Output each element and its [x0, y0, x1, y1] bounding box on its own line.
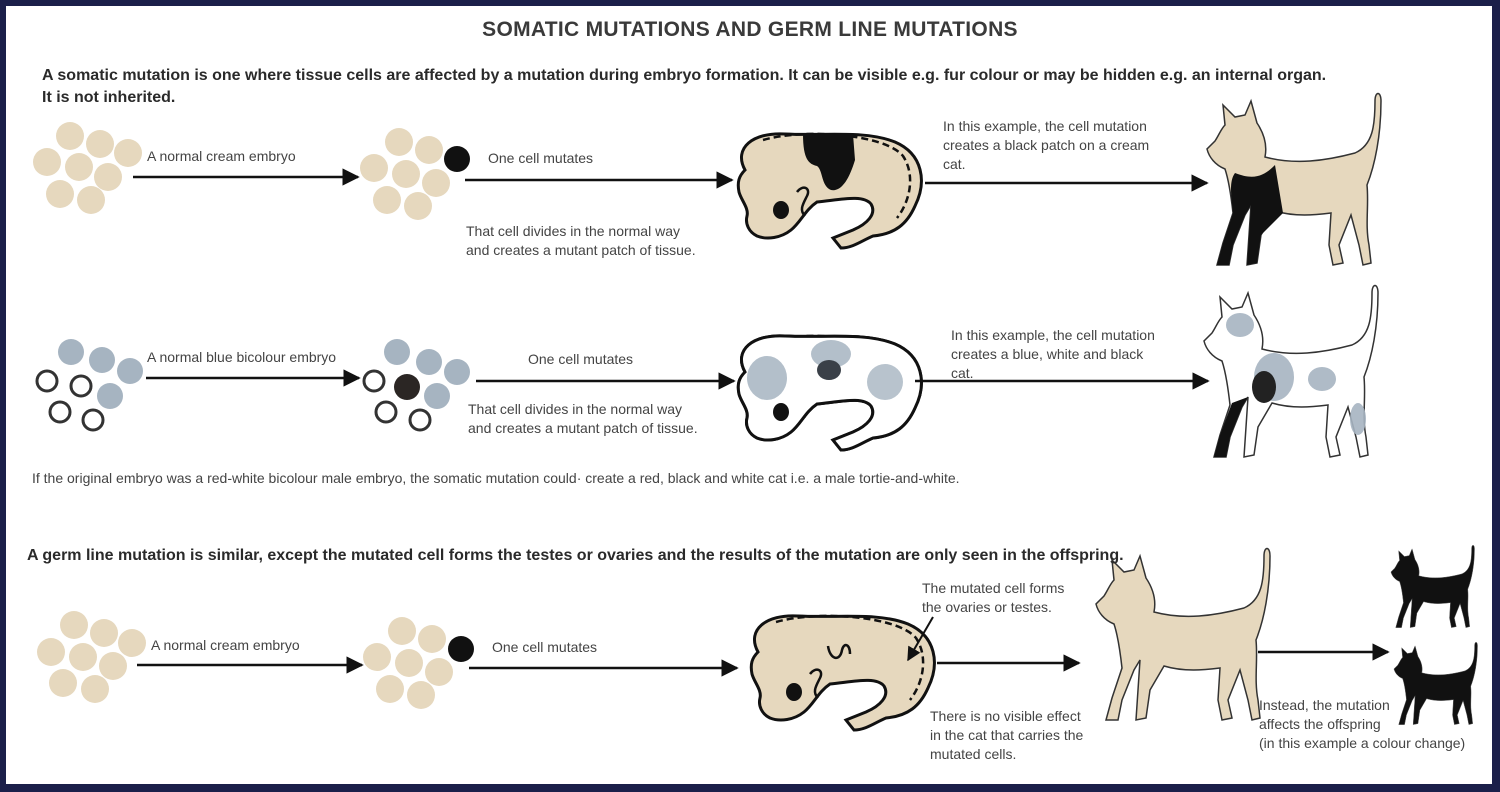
pointer-to-gonads: [907, 616, 934, 662]
row1-divide-line-1: That cell divides in the normal way: [466, 223, 680, 239]
row2-example-line-1: In this example, the cell mutation: [951, 327, 1155, 343]
row2-mutate-label: One cell mutates: [528, 351, 634, 367]
no-effect-line-3: mutated cells.: [930, 746, 1017, 762]
mutated-cell-cluster-3: [363, 617, 474, 709]
cream-carrier-cat: [1095, 547, 1271, 721]
mutated-cell-cluster-1: [360, 128, 470, 220]
no-effect-line-1: There is no visible effect: [930, 708, 1081, 724]
forms-gonads-line-2: the ovaries or testes.: [922, 599, 1052, 615]
somatic-intro-line-2: It is not inherited.: [42, 89, 176, 106]
mutated-bicolour-cell-cluster: [362, 339, 470, 432]
row1-example-line-2: creates a black patch on a cream: [943, 137, 1150, 153]
row1-mutate-label: One cell mutates: [488, 150, 594, 166]
offspring-line-3: (in this example a colour change): [1259, 735, 1466, 751]
cream-cell-cluster-3: [37, 611, 146, 703]
somatic-intro-line-1: A somatic mutation is one where tissue c…: [42, 67, 1327, 84]
row2-example-line-3: cat.: [951, 365, 974, 381]
embryo-blue-white-patches: [736, 334, 923, 452]
row2-example-line-2: creates a blue, white and black: [951, 346, 1144, 362]
no-effect-line-2: in the cat that carries the: [930, 727, 1084, 743]
row1-divide-line-2: and creates a mutant patch of tissue.: [466, 242, 696, 258]
row1-example-line-1: In this example, the cell mutation: [943, 118, 1147, 134]
cream-cat-with-black-patch: [1206, 92, 1382, 266]
row2-divide-line-2: and creates a mutant patch of tissue.: [468, 420, 698, 436]
blue-white-black-cat: [1203, 284, 1379, 458]
black-offspring-kitten-top: [1390, 545, 1475, 628]
somatic-note: If the original embryo was a red-white b…: [32, 470, 960, 486]
black-offspring-kitten-bottom: [1393, 642, 1478, 725]
row2-embryo-label: A normal blue bicolour embryo: [147, 349, 337, 365]
row2-divide-line-1: That cell divides in the normal way: [468, 401, 682, 417]
row1-embryo-label: A normal cream embryo: [147, 148, 296, 164]
embryo-black-patch: [736, 132, 923, 250]
offspring-line-2: affects the offspring: [1259, 716, 1381, 732]
germ-intro: A germ line mutation is similar, except …: [27, 547, 1124, 564]
row3-embryo-label: A normal cream embryo: [151, 637, 300, 653]
page-title: SOMATIC MUTATIONS AND GERM LINE MUTATION…: [482, 18, 1018, 41]
cream-cell-cluster-1: [33, 122, 142, 214]
forms-gonads-line-1: The mutated cell forms: [922, 580, 1065, 596]
row3-mutate-label: One cell mutates: [492, 639, 598, 655]
embryo-germ-line: [749, 614, 936, 732]
row1-example-line-3: cat.: [943, 156, 966, 172]
offspring-line-1: Instead, the mutation: [1259, 697, 1390, 713]
blue-bicolour-cell-cluster: [35, 339, 143, 432]
